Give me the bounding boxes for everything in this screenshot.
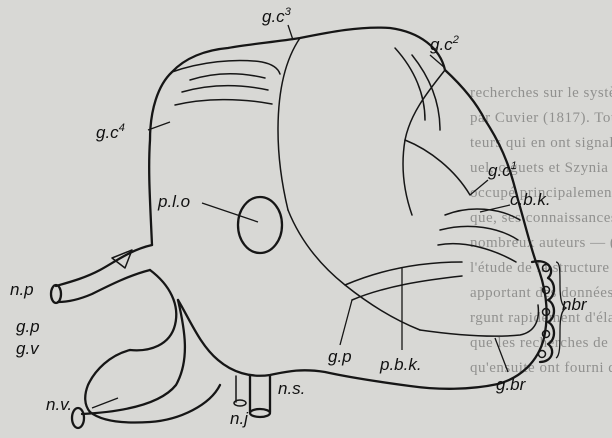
bg-text-line: rgunt rapidement d'élargir — dans la tro… [470,310,612,326]
leader-lines [92,25,510,408]
leader-nv [92,398,118,408]
np-nerve-end [51,285,61,303]
pbk-tract [345,262,462,285]
label-cbk: c.b.k. [510,190,551,209]
gc4-striation [182,86,268,92]
bg-text-line: que, ses connaissances n'ont été données… [470,210,612,226]
gc4-striation [190,74,265,80]
label-gc3: g.c3 [262,6,292,26]
nbr-ring [539,351,546,358]
leader-gp-bottom [340,300,352,345]
label-nj: n.j [230,409,249,428]
label-plo: p.l.o [157,192,190,211]
gc2-striation [412,55,440,130]
label-gv: g.v [16,339,40,358]
label-gp-left: g.p [16,317,40,336]
label-gp-bottom: g.p [328,347,352,366]
bg-text-line: par Cuvier (1817). Toutefois Cuvier et a… [470,110,612,126]
leader-plo [202,203,258,222]
nv-nerve-end [72,408,84,428]
pbk-tract [352,276,462,300]
label-gc2: g.c2 [430,34,459,54]
label-np: n.p [10,280,34,299]
lobe-boundary-gc3-gc2 [278,38,300,210]
label-nbr: nbr [562,295,588,314]
label-ns: n.s. [278,379,305,398]
nv-nerve [82,300,185,414]
leader-gc3 [288,25,293,40]
label-pbk: p.b.k. [379,355,422,374]
label-gc4: g.c4 [96,122,125,142]
lobe-boundary-gc4 [172,60,280,74]
bg-text-line: apportant des données nouvelles, ne expo… [470,285,612,301]
label-nv: n.v. [46,395,72,414]
gc4-striation [175,100,272,105]
ns-nerve-end [250,409,270,417]
lobe-boundary-inner [405,140,470,195]
gv-lobe [85,350,130,412]
bg-text-line: recherches sur le système nerveux des Cé… [470,85,612,101]
gp-left-lobe [130,270,176,350]
label-gbr: g.br [496,375,527,394]
np-nerve [56,245,152,286]
bg-text-line: teurs qui en ont signalés — Kovalevsky e… [470,135,612,151]
gc2-striation [395,48,425,120]
nj-nerve-end [234,400,246,406]
bg-text-line: nombreux auteurs — (Chéron (1866), Hilli… [470,235,612,251]
left-nerves [51,245,220,428]
nv-nerve-lower [90,385,220,423]
np-nerve-lower [58,270,150,302]
lower-division-curve [288,210,420,330]
plo-oval [238,197,282,253]
